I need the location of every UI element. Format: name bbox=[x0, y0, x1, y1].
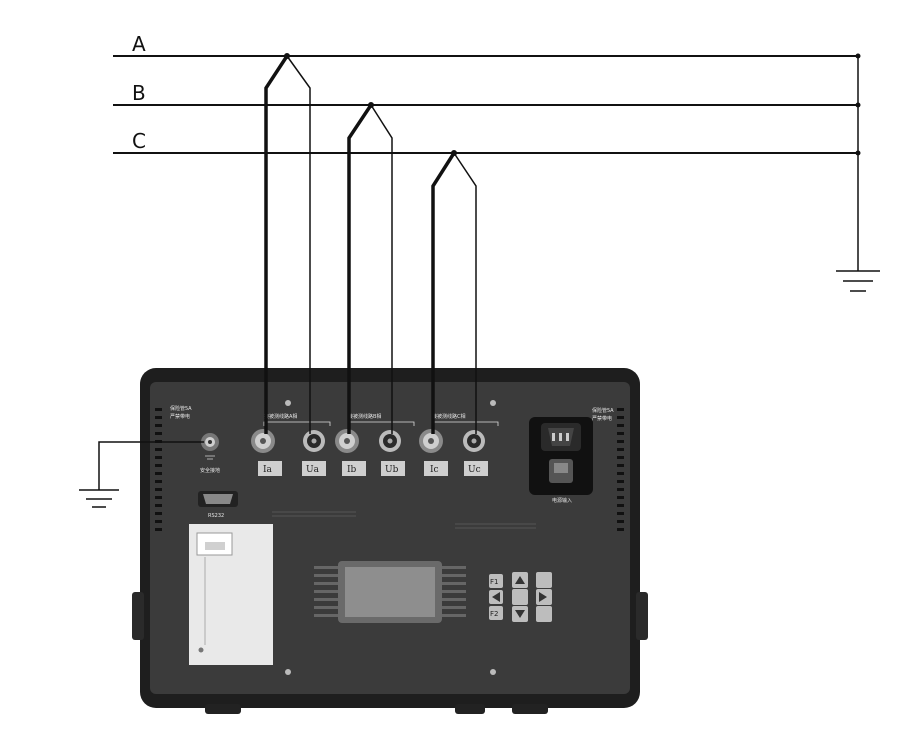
keypad-arrows bbox=[492, 576, 547, 618]
terminal-ib[interactable] bbox=[335, 429, 359, 453]
lead-ia bbox=[264, 55, 289, 434]
key-f1[interactable] bbox=[489, 574, 503, 588]
lead-ub bbox=[370, 104, 393, 434]
junction-dots bbox=[855, 53, 861, 156]
lead-junctions bbox=[284, 53, 457, 156]
key-f2[interactable] bbox=[489, 606, 503, 620]
fuse-note-right-2: 严禁带电 bbox=[592, 415, 612, 422]
terminal-label-ib: Ib bbox=[347, 465, 357, 475]
ground-terminal[interactable] bbox=[201, 433, 219, 460]
power-switch[interactable] bbox=[549, 459, 573, 483]
vent-right bbox=[617, 408, 624, 531]
power-socket[interactable] bbox=[529, 417, 593, 495]
rs232-label: RS232 bbox=[208, 513, 224, 519]
terminal-label-uc: Uc bbox=[468, 465, 481, 475]
lead-uc bbox=[453, 152, 477, 434]
lead-ic bbox=[431, 152, 456, 434]
terminal-ic[interactable] bbox=[419, 429, 443, 453]
printer[interactable] bbox=[189, 524, 273, 665]
terminal-label-plates bbox=[258, 461, 488, 476]
fuse-note-left-2: 严禁带电 bbox=[170, 413, 190, 420]
phase-label-a: A bbox=[132, 32, 146, 56]
lead-ua bbox=[286, 55, 311, 434]
terminal-label-ua: Ua bbox=[306, 465, 320, 475]
terminal-uc[interactable] bbox=[463, 430, 485, 452]
instrument: 保险管5A 严禁带电 安全接地 RS232 接被测线路A相 接被测线路B相 接被… bbox=[132, 368, 648, 714]
group-label-b: 接被测线路B相 bbox=[348, 413, 381, 420]
panel-screws bbox=[285, 400, 496, 675]
foot-right bbox=[512, 704, 548, 714]
fuse-note-right-1: 保险管5A bbox=[592, 407, 614, 414]
terminal-ub[interactable] bbox=[379, 430, 401, 452]
group-label-a: 接被测线路A相 bbox=[264, 413, 297, 420]
fuse-note-left-1: 保险管5A bbox=[170, 405, 192, 412]
group-label-c: 接被测线路C相 bbox=[432, 413, 466, 420]
terminal-ua[interactable] bbox=[303, 430, 325, 452]
ground-wire-left bbox=[98, 441, 204, 490]
ground-symbol-right bbox=[836, 270, 880, 292]
phase-label-c: C bbox=[132, 129, 146, 153]
side-handle-right bbox=[636, 592, 648, 640]
foot-mid bbox=[455, 704, 485, 714]
ground-terminal-label: 安全接地 bbox=[200, 467, 220, 474]
rs232-port[interactable] bbox=[198, 491, 238, 507]
ground-symbol-left bbox=[79, 489, 119, 508]
panel-rules bbox=[272, 511, 536, 529]
display-grille bbox=[314, 566, 466, 617]
terminal-label-ic: Ic bbox=[430, 465, 439, 475]
test-leads bbox=[264, 55, 477, 434]
power-input-label: 电源输入 bbox=[552, 497, 572, 504]
key-f2-label: F2 bbox=[490, 610, 498, 618]
key-center[interactable] bbox=[512, 589, 528, 605]
phase-lines bbox=[113, 55, 859, 271]
terminal-ia[interactable] bbox=[251, 429, 275, 453]
terminal-label-ub: Ub bbox=[385, 465, 399, 475]
key-f1-label: F1 bbox=[490, 578, 498, 586]
vent-left bbox=[155, 408, 162, 531]
phase-label-b: B bbox=[132, 81, 146, 105]
key-back[interactable] bbox=[536, 606, 552, 622]
key-confirm[interactable] bbox=[536, 572, 552, 588]
lcd-display bbox=[338, 561, 442, 623]
lead-ib bbox=[347, 104, 373, 434]
terminal-label-ia: Ia bbox=[263, 465, 273, 475]
side-handle-left bbox=[132, 592, 144, 640]
foot-left bbox=[205, 704, 241, 714]
